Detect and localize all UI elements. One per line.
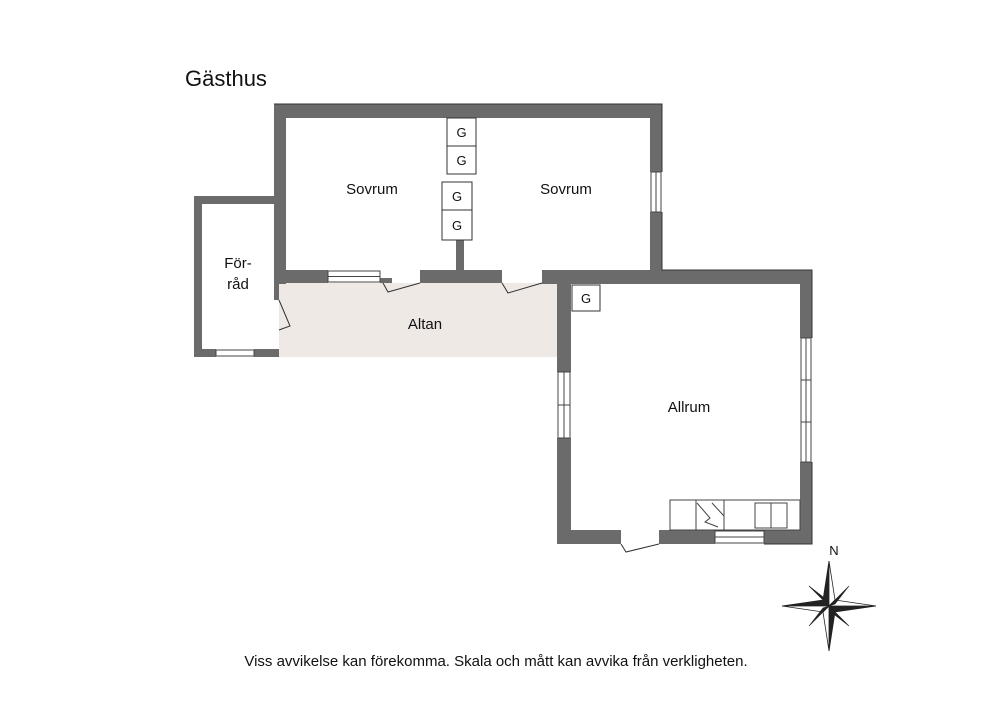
kitchen-counter bbox=[669, 499, 801, 531]
room-label-storage-1: För- bbox=[224, 255, 252, 272]
fixture-box bbox=[441, 181, 473, 211]
room-label-storage-2: råd bbox=[227, 276, 249, 293]
room-label-bedroom-left: Sovrum bbox=[346, 181, 398, 198]
fixture-label: G bbox=[452, 218, 462, 233]
fixture-labels: G G G G G bbox=[452, 125, 591, 306]
fixture-label: G bbox=[452, 189, 462, 204]
room-label-living: Allrum bbox=[668, 399, 711, 416]
fixture-box bbox=[441, 209, 473, 241]
fixtures bbox=[441, 117, 601, 312]
room-label-terrace: Altan bbox=[408, 316, 442, 333]
walls bbox=[194, 104, 812, 544]
fixture-label: G bbox=[456, 153, 466, 168]
fixture-box bbox=[571, 284, 601, 312]
doors bbox=[278, 282, 660, 553]
compass-icon bbox=[781, 560, 877, 652]
fixture-box bbox=[446, 145, 477, 175]
compass-north-label: N bbox=[829, 543, 838, 558]
terrace-floor bbox=[279, 283, 557, 357]
disclaimer-text: Viss avvikelse kan förekomma. Skala och … bbox=[244, 653, 748, 670]
fixture-label: G bbox=[581, 291, 591, 306]
fixture-box bbox=[446, 117, 477, 147]
fixture-label: G bbox=[456, 125, 466, 140]
wall-outlines bbox=[274, 103, 813, 545]
windows bbox=[215, 171, 812, 544]
plan-title: Gästhus bbox=[185, 66, 267, 91]
room-labels: Sovrum Sovrum För- råd Altan Allrum bbox=[224, 181, 710, 416]
room-label-bedroom-right: Sovrum bbox=[540, 181, 592, 198]
